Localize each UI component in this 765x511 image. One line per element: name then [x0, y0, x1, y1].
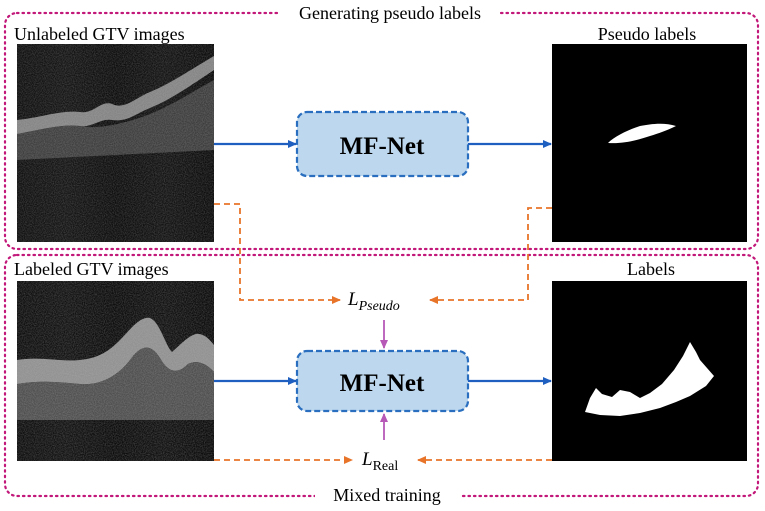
- unlabeled-images-label: Unlabeled GTV images: [14, 24, 185, 44]
- loss-real-label: LReal: [361, 449, 398, 474]
- mf-net-label-top: MF-Net: [340, 133, 425, 160]
- unlabeled-oct-image: [17, 44, 214, 242]
- ground-truth-label-mask: [552, 281, 747, 461]
- labeled-oct-image: [17, 281, 214, 461]
- loss-real-symbol: L: [361, 449, 373, 470]
- labeled-images-label: Labeled GTV images: [14, 259, 169, 279]
- arrow-pseudo-to-lpseudo: [429, 207, 552, 304]
- pseudo-labels-label: Pseudo labels: [598, 24, 697, 44]
- section-title-mixed: Mixed training: [333, 485, 440, 505]
- loss-pseudo-subscript: Pseudo: [358, 299, 400, 314]
- pseudo-label-mask: [552, 44, 747, 242]
- section-title-generating: Generating pseudo labels: [299, 3, 481, 23]
- mf-net-label-bottom: MF-Net: [340, 370, 425, 397]
- loss-pseudo-label: LPseudo: [347, 289, 400, 314]
- mf-net-block-bottom: MF-Net: [295, 349, 470, 413]
- labels-label: Labels: [627, 259, 675, 279]
- loss-real-subscript: Real: [373, 459, 399, 474]
- loss-pseudo-symbol: L: [347, 289, 359, 310]
- mf-net-block-top: MF-Net: [295, 110, 470, 178]
- arrow-unlabeled-to-lpseudo: [214, 203, 341, 304]
